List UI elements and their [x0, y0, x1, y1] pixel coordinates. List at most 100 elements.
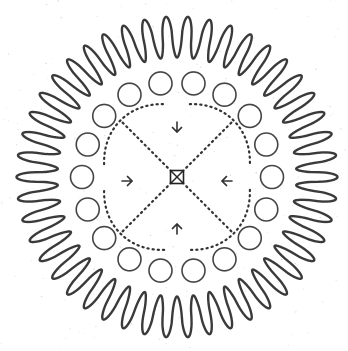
- speckle-dot: [245, 5, 246, 6]
- speckle-dot: [140, 188, 141, 189]
- speckle-dot: [340, 128, 341, 129]
- speckle-dot: [308, 16, 309, 17]
- speckle-dot: [152, 26, 154, 28]
- speckle-dot: [50, 203, 51, 204]
- speckle-dot: [100, 217, 101, 218]
- speckle-dot: [334, 213, 335, 214]
- speckle-dot: [243, 268, 244, 269]
- speckle-dot: [234, 103, 235, 104]
- speckle-dot: [174, 155, 175, 156]
- speckle-dot: [254, 172, 255, 173]
- inner-circle: [76, 198, 99, 221]
- speckle-dot: [273, 97, 274, 98]
- speckle-dot: [97, 16, 98, 17]
- speckle-dot: [46, 254, 47, 255]
- speckle-dot: [295, 311, 296, 312]
- speckle-dot: [186, 296, 187, 297]
- speckle-dot: [229, 305, 230, 306]
- speckle-dot: [108, 286, 109, 287]
- speckle-dot: [165, 254, 166, 255]
- speckle-dot: [47, 78, 48, 79]
- speckle-dot: [226, 137, 227, 138]
- speckle-dot: [83, 190, 84, 191]
- speckle-dot: [186, 291, 187, 292]
- inner-circle: [255, 133, 278, 156]
- inner-circle: [118, 83, 141, 106]
- speckle-dot: [297, 177, 298, 178]
- speckle-dot: [26, 38, 27, 39]
- speckle-dot: [43, 278, 45, 280]
- speckle-dot: [295, 263, 296, 264]
- speckle-dot: [79, 331, 80, 332]
- speckle-dot: [315, 281, 316, 282]
- speckle-dot: [10, 197, 11, 198]
- speckle-dot: [59, 279, 60, 280]
- speckle-dot: [183, 148, 184, 149]
- inner-circle: [182, 259, 205, 282]
- speckle-dot: [118, 36, 119, 37]
- inner-circle: [213, 248, 236, 271]
- speckle-dot: [338, 28, 339, 29]
- dotted-diagonal: [120, 120, 171, 171]
- speckle-dot: [316, 264, 317, 265]
- speckle-dot: [150, 235, 152, 237]
- speckle-dot: [1, 343, 2, 344]
- speckle-dot: [220, 138, 221, 139]
- speckle-dot: [186, 97, 187, 98]
- speckle-dot: [41, 155, 43, 157]
- speckle-dot: [33, 74, 34, 75]
- speckle-dot: [271, 243, 272, 244]
- speckle-dot: [285, 85, 287, 87]
- speckle-dot: [193, 8, 194, 9]
- speckle-dot: [181, 78, 182, 79]
- speckle-dot: [140, 78, 141, 79]
- speckle-dot: [6, 108, 7, 109]
- speckle-dot: [145, 190, 146, 191]
- speckle-dot: [145, 193, 146, 194]
- speckle-dot: [131, 323, 132, 324]
- speckle-dot: [41, 108, 42, 109]
- speckle-dot: [330, 0, 331, 1]
- speckle-dot: [166, 343, 168, 345]
- speckle-dot: [281, 259, 283, 261]
- speckle-dot: [39, 115, 40, 116]
- speckle-dot: [167, 3, 168, 4]
- speckle-dot: [177, 145, 178, 146]
- arrow-up-icon: [173, 224, 182, 234]
- speckle-dot: [330, 265, 331, 266]
- speckle-dot: [171, 18, 172, 19]
- speckle-dot: [83, 333, 84, 334]
- speckle-dot: [230, 174, 232, 176]
- speckle-dot: [115, 9, 116, 10]
- speckle-dot: [344, 149, 346, 151]
- speckle-dot: [256, 172, 258, 174]
- speckle-dot: [27, 309, 28, 310]
- speckle-dot: [166, 145, 167, 146]
- speckle-dot: [306, 213, 307, 214]
- speckle-dot: [295, 11, 296, 12]
- speckle-dot: [51, 58, 52, 59]
- speckle-dot: [215, 35, 216, 36]
- speckle-dot: [8, 54, 9, 55]
- speckle-dot: [217, 30, 218, 31]
- speckle-dot: [137, 306, 138, 307]
- speckle-dot: [154, 193, 155, 194]
- speckle-dot: [231, 1, 232, 2]
- speckle-dot: [159, 339, 160, 340]
- speckle-dot: [74, 137, 75, 138]
- speckle-dot: [173, 246, 174, 247]
- speckle-dot: [158, 306, 159, 307]
- speckle-dot: [329, 115, 330, 116]
- speckle-dot: [57, 0, 58, 1]
- speckle-dot: [192, 180, 193, 181]
- speckle-dot: [309, 120, 310, 121]
- speckle-dot: [121, 6, 122, 7]
- speckle-dot: [54, 210, 55, 211]
- speckle-dot: [221, 230, 222, 231]
- speckle-dot: [59, 345, 60, 346]
- speckle-dot: [154, 177, 155, 178]
- inner-circle: [182, 72, 205, 95]
- speckle-dot: [175, 266, 176, 267]
- speckle-dot: [168, 36, 169, 37]
